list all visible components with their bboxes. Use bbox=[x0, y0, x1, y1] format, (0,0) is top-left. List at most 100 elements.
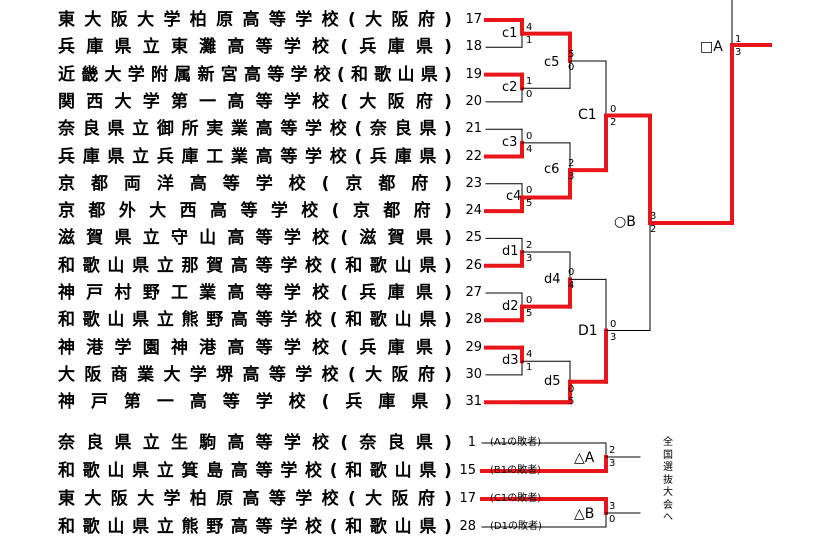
team-name-char: 県 bbox=[415, 37, 433, 58]
match-label: C1 bbox=[578, 107, 597, 123]
match-label: ○B bbox=[614, 214, 636, 231]
team-name: 京都外大西高等学校(京都府) bbox=[58, 199, 452, 223]
score-value: 1 bbox=[735, 34, 742, 45]
team-name-char: 御 bbox=[156, 119, 174, 140]
team-name-char: 和 bbox=[345, 255, 363, 276]
team-name: 奈良県立御所実業高等学校(奈良県) bbox=[58, 117, 452, 141]
team-name-char: 歌 bbox=[374, 64, 392, 85]
team-name-char: 府 bbox=[415, 91, 433, 112]
team-name-char: 県 bbox=[132, 461, 150, 481]
score-value: 0 bbox=[568, 383, 575, 395]
team-name-char: 阪 bbox=[391, 10, 409, 30]
team-name-char: 学 bbox=[255, 392, 273, 413]
team-name-char: 京 bbox=[352, 201, 370, 222]
team-name-char: 等 bbox=[267, 64, 285, 85]
team-name-char: ) bbox=[444, 119, 452, 140]
score-value: 0 bbox=[568, 61, 575, 73]
team-name-char: 兵 bbox=[156, 146, 174, 167]
team-name-char: ( bbox=[340, 283, 349, 303]
team-name-char: 神 bbox=[58, 283, 75, 303]
seed-number: 20 bbox=[465, 93, 482, 109]
team-name-char: 等 bbox=[255, 310, 273, 331]
score-value: 5 bbox=[526, 198, 533, 210]
score-value: 0 bbox=[526, 130, 533, 142]
team-name-char: 和 bbox=[345, 310, 363, 331]
team-name-char: 外 bbox=[118, 201, 136, 222]
score-value: 5 bbox=[568, 48, 575, 60]
team-name-char: ) bbox=[444, 310, 452, 331]
team-name-char: 新 bbox=[197, 64, 215, 85]
score-value: 3 bbox=[609, 501, 616, 512]
team-name-char: 校 bbox=[321, 10, 339, 30]
team-name-char: 都 bbox=[378, 173, 396, 194]
team-name-char: 県 bbox=[132, 310, 150, 331]
team-name-char: 県 bbox=[415, 337, 433, 358]
seed-number: 15 bbox=[459, 463, 476, 478]
team-name-char: 校 bbox=[312, 37, 330, 58]
team-name-char: 校 bbox=[305, 255, 323, 276]
team-name-char: 学 bbox=[280, 517, 298, 537]
team-name-char: 校 bbox=[313, 64, 331, 85]
side-text-char: 大 bbox=[663, 487, 673, 498]
team-name-char: 箕 bbox=[181, 461, 199, 481]
score-value: 5 bbox=[526, 307, 533, 319]
team-name-char: 県 bbox=[107, 119, 125, 140]
side-text-char: 国 bbox=[663, 449, 673, 461]
team-name-char: 県 bbox=[114, 228, 132, 249]
team-name-char: 庫 bbox=[82, 146, 100, 167]
team-name-char: ) bbox=[444, 37, 452, 58]
team-name-char: 学 bbox=[163, 10, 181, 30]
team-name-char: 和 bbox=[345, 517, 363, 537]
team-name-char: ) bbox=[444, 255, 452, 276]
team-name-char: 大 bbox=[137, 489, 155, 509]
team-name-char: 東 bbox=[170, 37, 188, 58]
team-name-char: 奈 bbox=[359, 433, 377, 453]
team-name-char: 学 bbox=[283, 228, 301, 249]
score-value: 2 bbox=[609, 445, 616, 456]
team-name-char: 兵 bbox=[359, 337, 377, 358]
team-name-char: 学 bbox=[280, 255, 298, 276]
team-name-char: 阪 bbox=[391, 364, 409, 385]
seed-number: 24 bbox=[465, 203, 482, 219]
team-name-char: 山 bbox=[394, 255, 412, 276]
team-name: 和歌山県立熊野高等学校(和歌山県) bbox=[58, 308, 452, 332]
team-name-char: 学 bbox=[163, 489, 181, 509]
team-name-char: 庫 bbox=[387, 337, 405, 358]
team-name-char: 校 bbox=[321, 364, 339, 385]
score-value: 1 bbox=[526, 362, 533, 374]
score-value: 4 bbox=[526, 21, 533, 33]
team-name-char: ) bbox=[444, 489, 452, 509]
side-text-char: 抜 bbox=[663, 474, 673, 486]
team-name-char: 府 bbox=[417, 10, 435, 30]
match-label: c2 bbox=[502, 80, 518, 96]
team-name-char: ) bbox=[444, 146, 452, 167]
match-label: d2 bbox=[502, 298, 519, 314]
side-text-char: 会 bbox=[663, 499, 673, 511]
match-label: △B bbox=[574, 506, 595, 522]
score-value: 3 bbox=[526, 253, 533, 265]
team-name-char: ) bbox=[444, 461, 452, 481]
team-name-char: 県 bbox=[419, 310, 437, 331]
team-name: 神戸村野工業高等学校(兵庫県) bbox=[58, 281, 452, 305]
score-value: 4 bbox=[568, 280, 575, 292]
team-name-char: 高 bbox=[227, 91, 245, 112]
team-name-char: 兵 bbox=[359, 283, 377, 303]
team-name-char: 大 bbox=[149, 201, 167, 222]
team-name-char: 山 bbox=[107, 310, 125, 331]
team-name-char: 県 bbox=[132, 517, 150, 537]
team-name-char: ( bbox=[354, 119, 363, 140]
team-name-char: 高 bbox=[242, 364, 260, 385]
team-name-char: 歌 bbox=[369, 255, 387, 276]
team-name-char: 業 bbox=[230, 146, 248, 167]
team-name: 大阪商業大学堺高等学校(大阪府) bbox=[58, 363, 452, 387]
team-name-char: 都 bbox=[383, 201, 401, 222]
match-label: d5 bbox=[544, 373, 561, 389]
loser-note: (D1の敗者) bbox=[490, 521, 542, 532]
team-name-char: 兵 bbox=[345, 392, 363, 413]
team-name-char: 立 bbox=[132, 146, 150, 167]
score-value: 0 bbox=[610, 103, 617, 115]
team-name-char: 山 bbox=[394, 310, 412, 331]
team-name-char: 高 bbox=[230, 255, 248, 276]
team-name: 近畿大学附属新宮高等学校(和歌山県) bbox=[58, 63, 452, 87]
team-name-char: 歌 bbox=[82, 461, 100, 481]
